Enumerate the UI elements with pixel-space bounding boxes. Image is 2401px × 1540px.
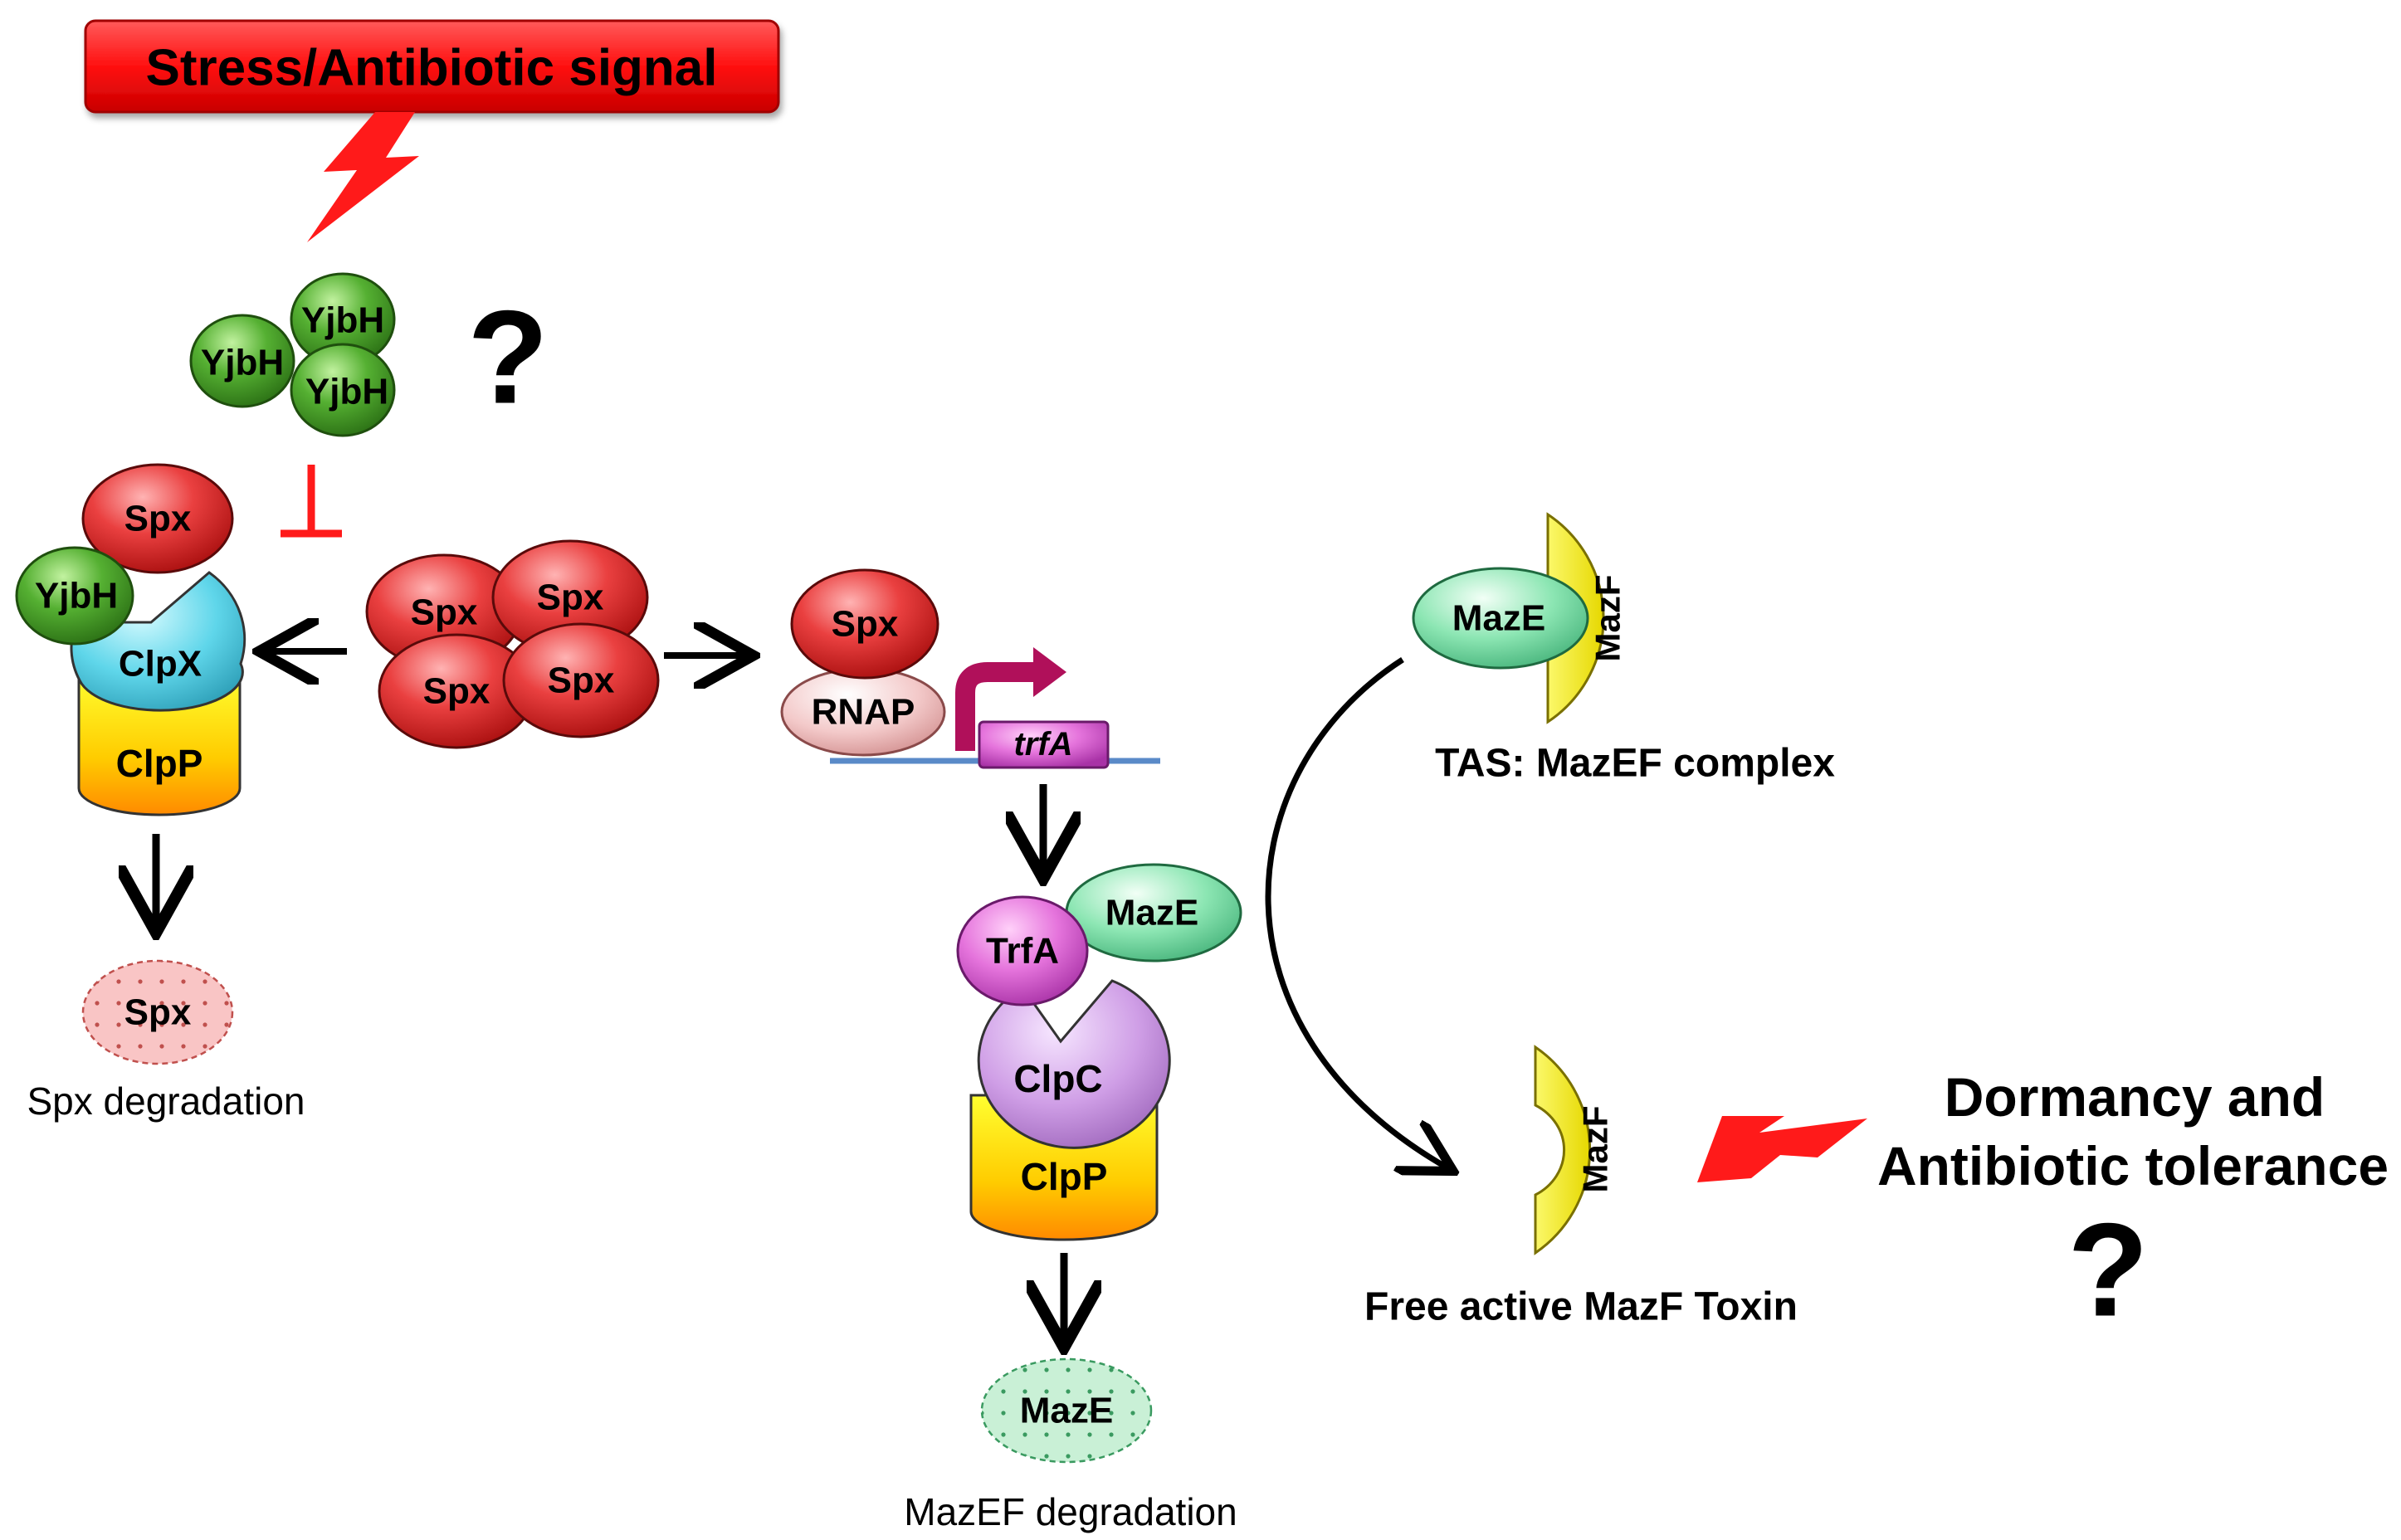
spx-label: Spx (548, 660, 615, 701)
question-mark-top: ? (467, 283, 549, 431)
yjbh-adaptor (15, 546, 134, 646)
clpx-label: ClpX (119, 644, 202, 685)
maze-antitoxin (1412, 567, 1589, 670)
trfa-gene-label: trfA (1013, 726, 1072, 763)
spx-protein-bound (81, 463, 234, 574)
clpp-protease-left (77, 670, 242, 816)
release-arrow (1265, 657, 1448, 1168)
clpc-label: ClpC (1013, 1057, 1102, 1100)
outcome-line1: Dormancy and (1945, 1066, 2325, 1128)
stress-signal-text: Stress/Antibiotic signal (145, 40, 717, 97)
maze-label: MazE (1452, 598, 1545, 639)
clpp-label-center: ClpP (1021, 1155, 1108, 1198)
signal-lightning-bolt (307, 112, 419, 242)
toxin-lightning-bolt (1697, 1116, 1867, 1182)
spx-degraded (81, 959, 234, 1065)
question-mark-outcome: ? (2067, 1196, 2149, 1344)
clpp-label-left: ClpP (116, 742, 203, 785)
trfa-adaptor-label: TrfA (986, 931, 1059, 972)
spx-label: Spx (411, 592, 478, 633)
mazef-degradation-caption: MazEF degradation (904, 1490, 1237, 1533)
promoter-arrow (955, 662, 1037, 751)
trfa-gene (978, 720, 1110, 769)
yjbh-label: YjbH (201, 343, 284, 383)
yjbh-trimer: YjbH YjbH YjbH (189, 272, 396, 437)
yjbh-label: YjbH (301, 300, 384, 341)
inhibition-symbol (281, 465, 342, 538)
yjbh-adaptor-label: YjbH (35, 576, 118, 616)
outcome-line2: Antibiotic tolerance (1877, 1135, 2389, 1196)
stress-signal-box (84, 19, 780, 114)
maze-degraded-label: MazE (1020, 1391, 1113, 1431)
clpx-unfoldase (70, 571, 246, 712)
tas-complex-caption: TAS: MazEF complex (1435, 742, 1835, 786)
spx-tetramer: Spx Spx Spx Spx (365, 539, 660, 749)
maze-degraded (980, 1357, 1153, 1464)
spx-activator (790, 568, 939, 680)
clpc-unfoldase (977, 979, 1171, 1149)
spx-activator-label: Spx (832, 604, 899, 645)
yjbh-protein (290, 343, 396, 437)
spx-degraded-label: Spx (124, 992, 192, 1033)
spx-label: Spx (537, 578, 604, 618)
spx-protein (502, 622, 660, 738)
spx-degradation-caption: Spx degradation (27, 1079, 305, 1123)
trfa-adaptor (956, 895, 1089, 1006)
mazf-label-free: MazF (1576, 1106, 1615, 1193)
spx-label: Spx (124, 499, 192, 539)
mazf-label-complex: MazF (1588, 575, 1628, 662)
yjbh-label: YjbH (305, 372, 388, 412)
mazf-toxin-free (1534, 1045, 1592, 1255)
yjbh-protein (189, 314, 295, 408)
rnap-label: RNAP (812, 692, 915, 733)
free-toxin-caption: Free active MazF Toxin (1364, 1285, 1798, 1329)
maze-bound-label: MazE (1105, 893, 1198, 933)
spx-label: Spx (423, 671, 490, 712)
promoter-arrowhead (1033, 647, 1066, 697)
